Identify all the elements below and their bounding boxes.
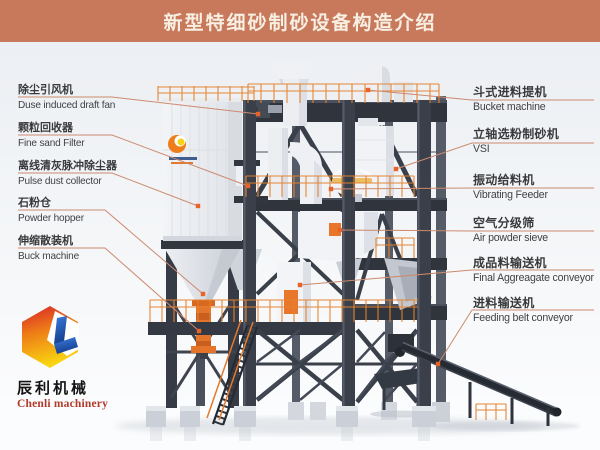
company-brand: 辰利机械 Chenli machinery (17, 304, 147, 410)
leader-dots (195, 87, 441, 367)
railings (149, 83, 507, 420)
label-powder-hopper-en: Powder hopper (18, 212, 84, 224)
label-fine-sand-filter-cn: 颗粒回收器 (18, 122, 73, 134)
feeding-conveyor (400, 341, 562, 426)
label-dust-fan-en: Duse induced draft fan (18, 99, 116, 111)
label-final-aggregate-conveyor: 成品料输送机 Final Aggreagate conveyor (473, 257, 599, 284)
label-pulse-dust-collector-en: Pulse dust collector (18, 175, 102, 187)
tower-columns (243, 100, 431, 408)
label-bucket-machine-cn: 斗式进料提机 (473, 85, 547, 99)
label-final-aggregate-conveyor-cn: 成品料输送机 (473, 256, 547, 270)
label-bucket-machine-en: Bucket machine (473, 101, 546, 113)
label-air-powder-sieve-cn: 空气分级筛 (473, 216, 535, 230)
label-buck-machine-en: Buck machine (18, 250, 80, 262)
label-buck-machine: 伸缩散装机 Buck machine (18, 235, 82, 262)
label-pulse-dust-collector: 离线清灰脉冲除尘器 Pulse dust collector (18, 160, 117, 187)
footings (146, 406, 436, 441)
label-feeding-belt-conveyor-cn: 进料输送机 (473, 296, 535, 310)
leader-lines (18, 89, 594, 365)
label-feeding-belt-conveyor: 进料输送机 Feeding belt conveyor (473, 297, 577, 324)
collector-side (228, 100, 242, 240)
label-vsi: 立轴选粉制砂机 VSI (473, 128, 559, 155)
label-fine-sand-filter: 颗粒回收器 Fine sand Filter (18, 122, 87, 149)
label-bucket-machine: 斗式进料提机 Bucket machine (473, 86, 548, 113)
label-vsi-en: VSI (473, 143, 490, 155)
label-vibrating-feeder-cn: 振动给料机 (473, 173, 535, 187)
company-logo-hexagon (22, 306, 79, 368)
brand-name-cn: 辰利机械 (17, 381, 90, 397)
collector-logo (168, 135, 197, 164)
cyclone-filter (234, 128, 322, 204)
label-vsi-cn: 立轴选粉制砂机 (473, 127, 560, 141)
label-vibrating-feeder: 振动给料机 Vibrating Feeder (473, 174, 551, 201)
title-banner: 新型特细砂制砂设备构造介绍 (0, 0, 600, 42)
label-powder-hopper-cn: 石粉仓 (18, 197, 51, 209)
label-pulse-dust-collector-cn: 离线清灰脉冲除尘器 (18, 160, 117, 172)
label-air-powder-sieve: 空气分级筛 Air powder sieve (473, 217, 551, 244)
access-ladder (206, 319, 259, 426)
label-buck-machine-cn: 伸缩散装机 (18, 235, 73, 247)
label-dust-fan: 除尘引风机 Duse induced draft fan (18, 84, 119, 111)
label-fine-sand-filter-en: Fine sand Filter (18, 137, 85, 149)
brand-name-en: Chenli machinery (17, 398, 109, 410)
label-dust-fan-cn: 除尘引风机 (18, 84, 73, 96)
label-powder-hopper: 石粉仓 Powder hopper (18, 197, 87, 224)
label-final-aggregate-conveyor-en: Final Aggreagate conveyor (473, 272, 594, 284)
page-title: 新型特细砂制砂设备构造介绍 (163, 12, 437, 34)
label-feeding-belt-conveyor-en: Feeding belt conveyor (473, 312, 573, 324)
conveyor-shadow (430, 421, 580, 431)
label-air-powder-sieve-en: Air powder sieve (473, 232, 548, 244)
collector-face (163, 100, 228, 240)
label-vibrating-feeder-en: Vibrating Feeder (473, 189, 548, 201)
